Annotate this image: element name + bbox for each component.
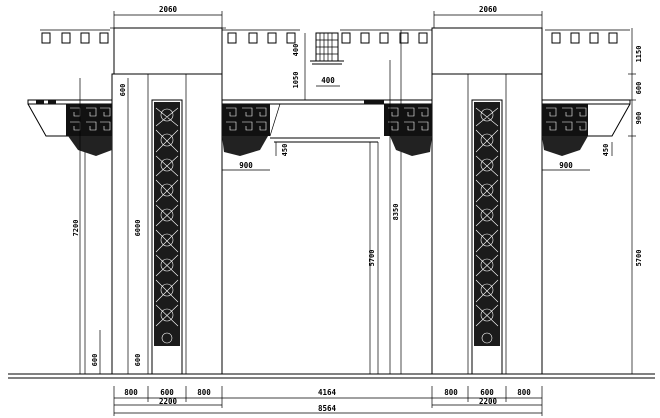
dim-labels: 2060 2060 400 400 1050 600 900 900 450 4… bbox=[72, 5, 643, 413]
dim-bracket-right: 900 bbox=[559, 161, 573, 170]
dim-top-left: 2060 bbox=[159, 5, 178, 14]
dim-bottom-left-600: 600 bbox=[160, 388, 174, 397]
dim-lines bbox=[79, 11, 636, 416]
dim-bracket-left: 900 bbox=[239, 161, 253, 170]
dim-top-right: 2060 bbox=[479, 5, 498, 14]
dim-overall: 8564 bbox=[318, 404, 337, 413]
dim-beam-gap: 400 bbox=[292, 44, 300, 57]
center-right-bracket bbox=[364, 100, 432, 156]
dim-1050: 1050 bbox=[292, 72, 300, 89]
dim-1150-right: 1150 bbox=[635, 46, 643, 63]
top-merlons bbox=[40, 29, 630, 44]
right-pillar-cap bbox=[431, 27, 543, 75]
dim-bottom-right-600: 600 bbox=[480, 388, 494, 397]
dim-7200: 7200 bbox=[72, 220, 80, 237]
dim-bottom-left-total: 2200 bbox=[159, 397, 178, 406]
right-pillar bbox=[431, 73, 543, 375]
dim-450-left: 450 bbox=[281, 144, 289, 157]
dim-600-right: 600 bbox=[635, 82, 643, 95]
dim-bottom-right-800b: 800 bbox=[517, 388, 531, 397]
dim-600-base-left: 600 bbox=[91, 354, 99, 367]
right-carved-panel bbox=[474, 102, 500, 346]
dim-bottom-left-800b: 800 bbox=[197, 388, 211, 397]
left-pillar bbox=[84, 73, 223, 375]
dim-6000: 6000 bbox=[134, 220, 142, 237]
dim-bottom-left-800a: 800 bbox=[124, 388, 138, 397]
dim-5700-center: 5700 bbox=[368, 250, 376, 267]
ground-line bbox=[8, 373, 655, 379]
dim-450-right: 450 bbox=[602, 144, 610, 157]
left-cornice-ornament bbox=[27, 99, 113, 156]
dim-bottom-right-total: 2200 bbox=[479, 397, 498, 406]
dim-cornice-600: 600 bbox=[119, 84, 127, 97]
left-carved-panel bbox=[154, 102, 180, 346]
left-inner-bracket bbox=[222, 103, 281, 156]
right-cornice-ornament bbox=[541, 99, 631, 156]
dim-bottom-right-800a: 800 bbox=[444, 388, 458, 397]
dim-8350: 8350 bbox=[392, 204, 400, 221]
dim-900-right: 900 bbox=[635, 112, 643, 125]
dim-small-top: 400 bbox=[321, 76, 335, 85]
left-pillar-cap bbox=[110, 27, 226, 75]
center-finial bbox=[310, 32, 344, 65]
dim-5700-right: 5700 bbox=[635, 250, 643, 267]
dim-600-panel-base: 600 bbox=[134, 354, 142, 367]
dim-bottom-center: 4164 bbox=[318, 388, 337, 397]
